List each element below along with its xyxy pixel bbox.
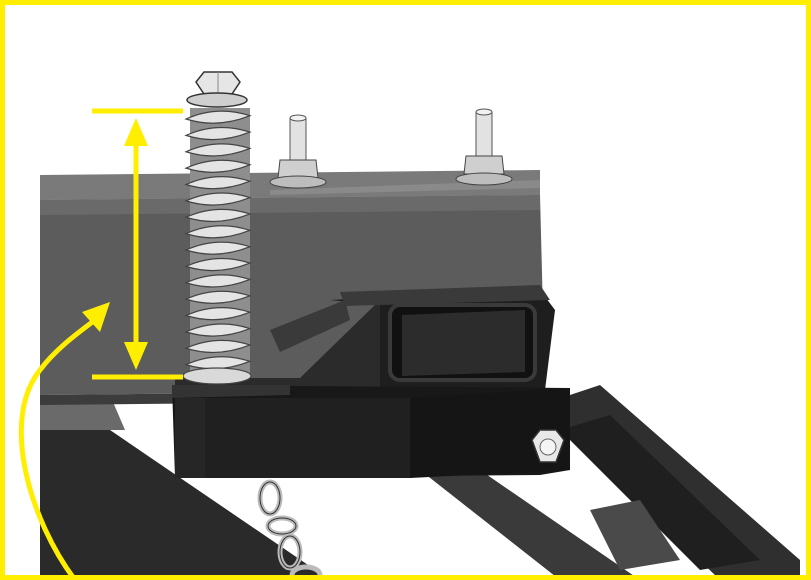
dimension-annotation [92, 108, 183, 380]
spring-coil [184, 110, 252, 124]
dimension-arrow-down [124, 342, 148, 370]
spring-coil [184, 241, 252, 255]
spring-coil [184, 176, 252, 190]
bracket-bolt [531, 429, 565, 463]
spring-coil [184, 225, 252, 239]
spring [182, 108, 252, 385]
frame-studs [269, 108, 513, 189]
spring-coil [184, 208, 252, 223]
spring-coil [184, 143, 252, 157]
spring-coil [184, 307, 252, 321]
spring-coil [184, 159, 252, 173]
spring-coil [184, 339, 252, 354]
spring-coil [184, 323, 252, 337]
spring-coil [184, 290, 252, 304]
tow-chain [257, 479, 323, 580]
pointer-arrow [18, 302, 110, 580]
hex-bolt [186, 71, 248, 108]
spring-coil [184, 257, 252, 272]
spring-coil [184, 274, 252, 288]
spring-coil [184, 192, 252, 206]
dimension-arrow-up [124, 118, 148, 146]
spring-coil [184, 126, 252, 141]
receiver-bracket [172, 285, 570, 478]
